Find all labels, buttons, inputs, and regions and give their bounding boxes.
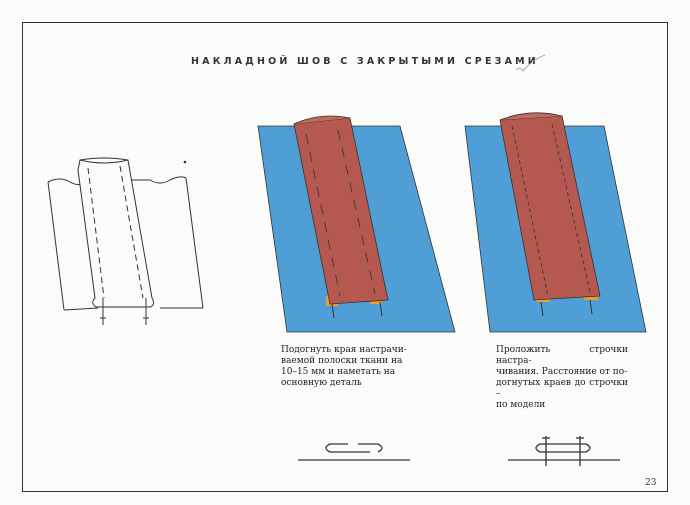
caption-line: догнутых краев до строчки – (496, 378, 628, 399)
caption-line: основную деталь (281, 378, 362, 388)
step2-illustration (464, 112, 647, 333)
cross-section-2 (508, 436, 620, 466)
outline-diagram (47, 157, 204, 325)
caption-line: чивания. Расстояние от по- (496, 367, 628, 377)
caption-line: ваемой полоски ткани на (281, 356, 403, 366)
caption-line: Подогнуть края настрачи- (281, 345, 407, 355)
check-mark (515, 54, 546, 72)
cross-section-1 (298, 443, 410, 461)
caption-step-1: Подогнуть края настрачи- ваемой полоски … (281, 345, 413, 389)
caption-line: по модели (496, 400, 546, 410)
page-title: НАКЛАДНОЙ ШОВ С ЗАКРЫТЫМИ СРЕЗАМИ (191, 56, 539, 67)
step1-illustration (257, 115, 456, 333)
caption-line: Проложить строчки настра- (496, 345, 628, 366)
page-number: 23 (645, 478, 657, 488)
caption-line: 10–15 мм и наметать на (281, 367, 396, 377)
caption-step-2: Проложить строчки настра- чивания. Расст… (496, 345, 628, 411)
page-frame (22, 22, 668, 492)
